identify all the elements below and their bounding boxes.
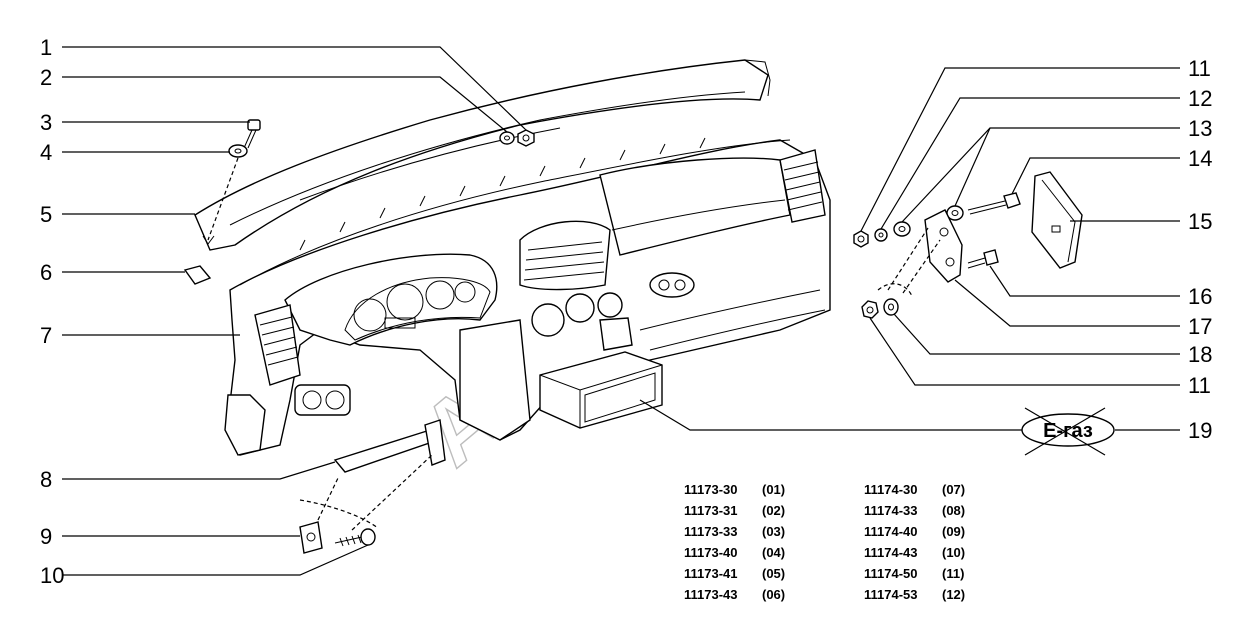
svg-text:11174-43(10): 11174-43 (10)	[864, 545, 965, 560]
assembly-arc-9	[299, 499, 379, 529]
assembly-arrow-9	[317, 477, 339, 521]
code-right-1: 11174-33	[864, 503, 918, 518]
code-right-0: 11174-30	[864, 482, 918, 497]
washer-part-18	[883, 298, 899, 316]
egaz-strike-2	[1024, 407, 1106, 456]
svg-text:11174-40(09): 11174-40 (09)	[864, 524, 965, 539]
callout-14: 14	[1188, 146, 1212, 171]
code-left-0: 11173-30	[684, 482, 738, 497]
code-left-3: 11173-40	[684, 545, 738, 560]
callout-11-top: 11	[1188, 56, 1211, 81]
assembly-arrow-17	[887, 227, 929, 291]
assembly-arrowhead-4	[202, 235, 215, 245]
code-left-1: 11173-31	[684, 503, 738, 518]
svg-text:11173-40(04): 11173-40 (04)	[684, 545, 785, 560]
svg-text:11173-30(01): 11173-30 (01)	[684, 482, 785, 497]
code-left-4-ref: (05)	[762, 566, 785, 581]
callout-6: 6	[40, 260, 52, 285]
bracket-part-17	[924, 209, 963, 283]
clip-part-6	[183, 265, 212, 285]
callout-16: 16	[1188, 284, 1212, 309]
callouts-right: 11 12 13 14 15 16 17 18 11 19	[1188, 56, 1212, 443]
code-left-2-ref: (03)	[762, 524, 785, 539]
svg-text:11174-30(07): 11174-30 (07)	[864, 482, 965, 497]
code-right-3: 11174-43	[864, 545, 918, 560]
nut-part-9	[299, 521, 323, 554]
bolt-part-14	[967, 192, 1021, 215]
callout-11-bottom: 11	[1188, 373, 1211, 398]
code-right-0-ref: (07)	[942, 482, 965, 497]
code-right-1-ref: (08)	[942, 503, 965, 518]
egaz-badge: E-газ	[1021, 407, 1115, 456]
nut-part-11-top	[853, 230, 869, 248]
callout-10: 10	[40, 563, 64, 588]
svg-text:11173-31(02): 11173-31 (02)	[684, 503, 785, 518]
model-codes-right: 11174-30 (07) 11174-33 (08) 11174-40 (09) 1…	[864, 482, 965, 602]
cover-plate-part-15	[1031, 171, 1083, 269]
code-right-5: 11174-53	[864, 587, 918, 602]
code-left-3-ref: (04)	[762, 545, 785, 560]
code-right-2-ref: (09)	[942, 524, 965, 539]
code-left-1-ref: (02)	[762, 503, 785, 518]
callout-17: 17	[1188, 314, 1212, 339]
svg-text:11173-41(05): 11173-41 (05)	[684, 566, 785, 581]
callout-8: 8	[40, 467, 52, 492]
screw-part-3	[243, 119, 261, 149]
callout-13: 13	[1188, 116, 1212, 141]
callout-7: 7	[40, 323, 52, 348]
washer-part-13a	[893, 221, 911, 237]
bracket-part	[333, 419, 446, 473]
svg-text:11174-50(11): 11174-50 (11)	[864, 566, 964, 581]
washer-part-2	[499, 131, 515, 145]
assembly-arc-18	[877, 283, 913, 297]
svg-text:11173-43(06): 11173-43 (06)	[684, 587, 785, 602]
callout-2: 2	[40, 65, 52, 90]
screw-part-16	[967, 249, 999, 269]
leader-lines-right	[639, 67, 1180, 431]
code-left-4: 11173-41	[684, 566, 738, 581]
callout-12: 12	[1188, 86, 1212, 111]
svg-text:11173-33(03): 11173-33 (03)	[684, 524, 785, 539]
callout-4: 4	[40, 140, 52, 165]
washer-part-4	[228, 144, 248, 158]
code-left-0-ref: (01)	[762, 482, 785, 497]
nut-part-1	[517, 129, 535, 147]
callouts-left: 1 2 3 4 5 6 7 8 9 10	[40, 35, 64, 588]
assembly-arrow-4	[207, 157, 239, 241]
main-dashboard-part	[224, 137, 831, 456]
callout-3: 3	[40, 110, 52, 135]
callout-19: 19	[1188, 418, 1212, 443]
code-right-2: 11174-40	[864, 524, 918, 539]
callout-1: 1	[40, 35, 52, 60]
code-left-2: 11173-33	[684, 524, 738, 539]
svg-text:11174-33(08): 11174-33 (08)	[864, 503, 965, 518]
code-right-5-ref: (12)	[942, 587, 965, 602]
storage-pocket-part	[539, 351, 663, 429]
code-left-5-ref: (06)	[762, 587, 785, 602]
screw-part-10	[334, 528, 376, 547]
callout-15: 15	[1188, 209, 1212, 234]
callout-5: 5	[40, 202, 52, 227]
svg-text:11174-53(12): 11174-53 (12)	[864, 587, 965, 602]
leader-lines-left	[62, 46, 527, 576]
assembly-arrow-10	[351, 454, 433, 531]
model-codes-left: 11173-30 (01) 11173-31 (02) 11173-33 (03) 1…	[684, 482, 785, 602]
code-right-4: 11174-50	[864, 566, 918, 581]
code-right-3-ref: (10)	[942, 545, 965, 560]
callout-9: 9	[40, 524, 52, 549]
assembly-arrow-17b	[902, 239, 941, 294]
code-right-4-ref: (11)	[942, 566, 964, 581]
callout-18: 18	[1188, 342, 1212, 367]
code-left-5: 11173-43	[684, 587, 738, 602]
nut-part-11-bottom	[861, 300, 879, 319]
washer-part-12	[874, 228, 888, 242]
